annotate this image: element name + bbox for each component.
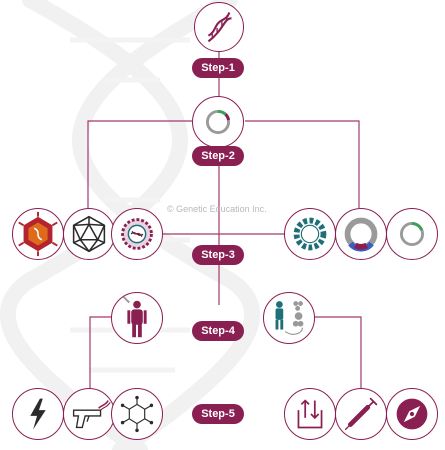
compass-icon <box>396 398 428 430</box>
virus-icon <box>18 211 58 257</box>
electroporation-icon <box>30 398 46 430</box>
cell-therapy-icon <box>275 301 304 335</box>
gene-gun-circle[interactable] <box>63 388 115 440</box>
dna-icon <box>207 11 232 43</box>
syringe-icon <box>344 397 378 431</box>
plasmid-plain-icon <box>399 221 425 247</box>
virus-circle[interactable] <box>12 208 64 260</box>
watermark-text: © Genetic Education Inc. <box>167 204 267 214</box>
liposome-circle[interactable] <box>111 208 163 260</box>
gene-gun-icon <box>72 400 111 429</box>
transfer-box-circle[interactable] <box>284 388 336 440</box>
chemical-molecule-icon <box>120 395 154 433</box>
plasmid-circle[interactable] <box>192 96 244 148</box>
icosahedral-capsid-icon <box>72 215 106 253</box>
plasmid-icon <box>205 109 231 135</box>
plasmid-plain-circle[interactable] <box>386 208 438 260</box>
transfer-box-icon <box>297 399 323 429</box>
icosahedron-circle[interactable] <box>63 208 115 260</box>
step-2-label: Step-2 <box>192 146 244 166</box>
dna-circle[interactable] <box>194 2 244 52</box>
recombinant-plasmid-icon <box>344 217 378 252</box>
patient-injection-icon <box>122 296 147 338</box>
liposome-icon <box>121 218 153 250</box>
cell-therapy-circle[interactable] <box>263 292 315 344</box>
molecule-circle[interactable] <box>111 388 163 440</box>
syringe-circle[interactable] <box>335 388 387 440</box>
step-5-label: Step-5 <box>192 404 244 424</box>
step-4-label: Step-4 <box>192 321 244 341</box>
patient-circle[interactable] <box>111 292 163 344</box>
gear-ring-icon <box>293 217 327 251</box>
recombinant-plasmid-circle[interactable] <box>335 208 387 260</box>
step-3-label: Step-3 <box>192 245 244 265</box>
electroporation-circle[interactable] <box>12 388 64 440</box>
compass-circle[interactable] <box>386 388 438 440</box>
step-1-label: Step-1 <box>192 58 244 78</box>
gear-ring-circle[interactable] <box>284 208 336 260</box>
